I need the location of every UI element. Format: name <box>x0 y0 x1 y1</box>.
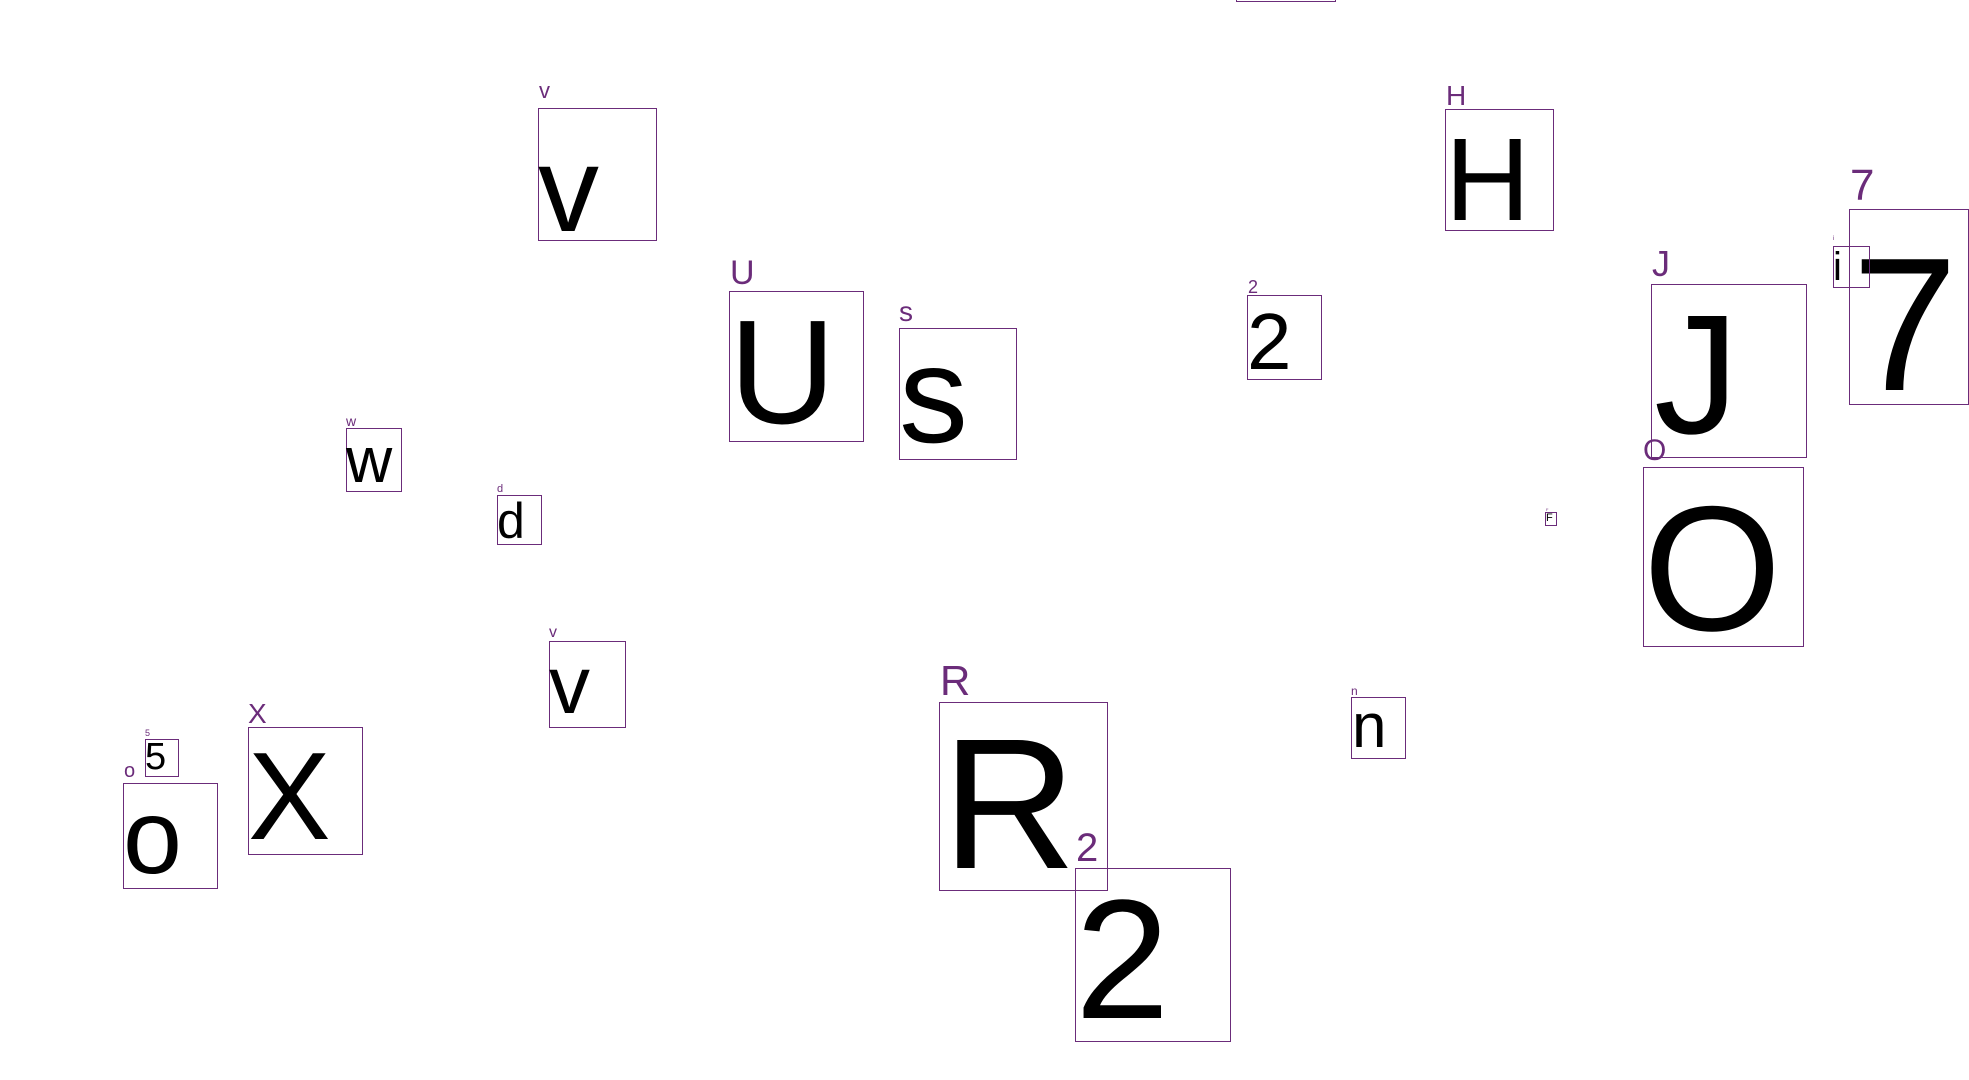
item-tag-f: F <box>1546 507 1549 512</box>
item-box-u <box>729 291 864 442</box>
item-glyph-v-large: v <box>538 121 599 257</box>
item-glyph-2-small: 2 <box>1247 297 1292 386</box>
item-box-v-large <box>538 108 657 241</box>
item-glyph-o-small: o <box>123 778 182 896</box>
item-box-r <box>939 702 1108 891</box>
item-tag-o-small: o <box>124 760 136 782</box>
item-tag-j: J <box>1652 243 1670 284</box>
item-box-x <box>248 727 363 855</box>
item-glyph-v-medium: v <box>549 640 590 731</box>
item-glyph-2-large: 2 <box>1075 865 1170 1055</box>
item-tag-i: i <box>1833 236 1835 242</box>
item-tag-o-large: O <box>1643 434 1667 467</box>
item-box-n <box>1351 697 1406 759</box>
item-tag-v-large: v <box>539 78 550 103</box>
item-box-h <box>1445 109 1554 231</box>
item-glyph-u: U <box>729 290 836 455</box>
item-tag-5: 5 <box>145 728 151 738</box>
item-glyph-i: i <box>1833 245 1842 289</box>
item-box-w <box>346 428 402 492</box>
item-box-o-large <box>1643 467 1804 647</box>
item-tag-r: R <box>940 657 971 704</box>
item-glyph-r: R <box>942 701 1077 908</box>
item-tag-n: n <box>1351 684 1358 698</box>
item-box-2-large <box>1075 868 1231 1042</box>
item-glyph-h: H <box>1445 114 1531 246</box>
item-tag-x: X <box>248 698 267 729</box>
item-tag-h: H <box>1446 80 1467 111</box>
item-glyph-x: X <box>248 728 331 866</box>
item-tag-s: s <box>899 296 913 327</box>
item-glyph-j: J <box>1654 280 1739 470</box>
item-glyph-o-large: O <box>1643 469 1782 668</box>
item-box-s <box>899 328 1017 460</box>
item-box-i <box>1833 246 1870 288</box>
item-tag-v-medium: v <box>549 624 557 641</box>
item-glyph-w: w <box>346 424 393 496</box>
item-glyph-f: F <box>1546 512 1553 524</box>
item-box-f <box>1545 512 1557 526</box>
item-box-v-medium <box>549 641 626 728</box>
partial-box-top <box>1236 0 1336 2</box>
item-box-o-small <box>123 783 218 889</box>
item-tag-u: U <box>730 254 755 292</box>
item-box-j <box>1651 284 1807 458</box>
item-tag-d: d <box>497 483 504 495</box>
letter-canvas: v v H H 7 7 U U s s 2 2 J J i i w w d d … <box>123 0 1969 1055</box>
item-box-2-small <box>1247 295 1322 380</box>
item-glyph-d: d <box>497 493 525 549</box>
item-glyph-n: n <box>1352 692 1387 761</box>
item-glyph-5: 5 <box>145 736 167 778</box>
item-box-5 <box>145 739 179 777</box>
item-box-d <box>497 495 542 545</box>
item-tag-2-large: 2 <box>1076 826 1099 870</box>
item-tag-7: 7 <box>1850 161 1875 210</box>
item-tag-w: w <box>346 413 357 429</box>
item-tag-2-small: 2 <box>1248 277 1259 297</box>
item-glyph-s: s <box>899 318 968 472</box>
